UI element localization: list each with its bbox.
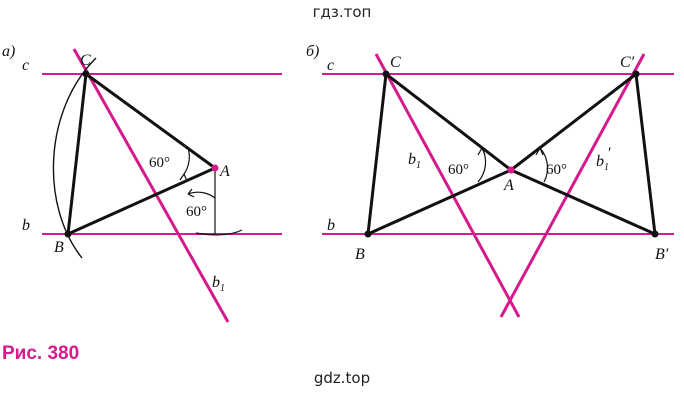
- label-line-b1-prime: b1′: [596, 145, 611, 173]
- arrow-head-left: [477, 147, 486, 156]
- label-line-b1: b1: [408, 151, 421, 171]
- line-b1: [72, 48, 230, 323]
- point-b: [364, 230, 372, 238]
- panel-a: а) c b C A B b1 60° 60°: [2, 43, 282, 323]
- label-b-line: b: [22, 217, 30, 234]
- point-c-prime: [632, 70, 640, 78]
- label-point-b: B: [54, 239, 64, 256]
- label-angle-right: 60°: [546, 162, 567, 178]
- arrow-head-top: [179, 173, 188, 182]
- label-point-b-prime: B′: [655, 246, 669, 263]
- triangle-abc: [66, 72, 217, 236]
- label-b-line: b: [327, 217, 335, 234]
- label-point-c: C: [390, 54, 401, 71]
- point-b: [64, 230, 72, 238]
- arrow-head-bottom: [187, 188, 195, 198]
- label-point-c-prime: C′: [620, 54, 635, 71]
- panel-a-tag: а): [2, 43, 15, 60]
- line-b1-prime: [499, 53, 646, 318]
- label-angle-top: 60°: [149, 155, 170, 171]
- triangle-abc: [366, 72, 513, 236]
- point-a: [507, 166, 515, 174]
- panel-b-tag: б): [306, 43, 319, 60]
- angle-arc-top: [183, 147, 190, 175]
- helper-arc: [195, 229, 243, 236]
- figure-caption: Рис. 380: [2, 343, 80, 364]
- label-point-c: C: [80, 52, 91, 69]
- watermark-top: гдз.топ: [312, 3, 372, 21]
- point-c: [82, 70, 90, 78]
- angle-arc-right: [539, 147, 549, 183]
- point-b-prime: [651, 230, 659, 238]
- label-angle-left: 60°: [448, 162, 469, 178]
- point-a: [211, 164, 219, 172]
- watermark-bottom: gdz.top: [313, 369, 371, 387]
- panel-b: б) c b C C′ A B B′ b1 b1′ 60° 60°: [306, 43, 674, 318]
- label-point-b: B: [355, 246, 365, 263]
- angle-arc-bottom: [187, 191, 216, 199]
- arrow-head-right: [535, 147, 544, 156]
- label-c-line: c: [327, 57, 334, 74]
- label-c-line: c: [22, 57, 29, 74]
- point-c: [382, 70, 390, 78]
- construction-arc: [52, 57, 97, 259]
- label-line-b1: b1: [212, 274, 225, 294]
- line-b1: [374, 53, 521, 318]
- label-angle-bottom: 60°: [186, 204, 207, 220]
- label-point-a: A: [219, 163, 230, 180]
- label-point-a: A: [503, 177, 514, 194]
- triangle-ab2c2: [509, 72, 657, 236]
